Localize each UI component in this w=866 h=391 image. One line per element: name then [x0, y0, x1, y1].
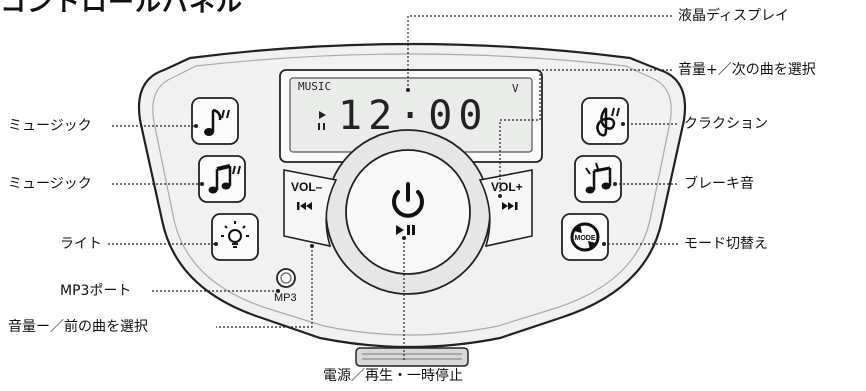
- light-bulb-icon: [221, 221, 249, 248]
- previous-icon: [297, 202, 300, 210]
- mode-button: [561, 213, 609, 261]
- horn-icon: [596, 107, 620, 137]
- lcd-play-icon: [319, 111, 326, 119]
- label-brake: ブレーキ音: [684, 176, 754, 192]
- double-music-note-icon: [208, 164, 241, 194]
- power-icon: [392, 190, 424, 218]
- vol-plus-button: [478, 169, 533, 248]
- panel-base: [355, 347, 469, 367]
- label-mode-switch: モード切替え: [684, 236, 768, 252]
- music-note-icon: [204, 108, 230, 136]
- music-button-1: [191, 97, 239, 145]
- mp3-port-label: MP3: [274, 292, 297, 304]
- diagram-title: コントロールパネル: [0, 0, 244, 18]
- label-music-2: ミュージック: [8, 176, 92, 192]
- lcd-time-text: 12·00: [338, 93, 489, 139]
- lcd-unit-text: V: [512, 82, 519, 95]
- music-button-2: [198, 155, 246, 203]
- play-pause-icon: [396, 225, 404, 235]
- label-lcd-display: 液晶ディスプレイ: [678, 8, 790, 24]
- mp3-port: [276, 268, 296, 288]
- mode-icon-text: MODE: [575, 235, 596, 242]
- light-button: [211, 213, 259, 261]
- leader-lines: [108, 15, 678, 362]
- label-vol-down-prev: 音量ー／前の曲を選択: [8, 319, 148, 335]
- mode-icon: MODE: [570, 222, 600, 252]
- label-music-1: ミュージック: [8, 118, 92, 134]
- lcd-mode-text: MUSIC: [298, 80, 332, 93]
- brake-sound-icon: [585, 162, 612, 194]
- vol-plus-label: VOL+: [491, 180, 523, 194]
- label-light: ライト: [60, 236, 102, 252]
- brake-button: [574, 155, 622, 203]
- power-button: [345, 149, 471, 275]
- label-mp3-port: MP3ポート: [60, 283, 132, 299]
- next-icon: [515, 202, 518, 210]
- vol-minus-label: VOL–: [291, 180, 323, 194]
- label-vol-up-next: 音量+／次の曲を選択: [678, 62, 816, 78]
- label-horn: クラクション: [684, 116, 768, 132]
- label-power-play: 電源／再生・一時停止: [323, 368, 463, 384]
